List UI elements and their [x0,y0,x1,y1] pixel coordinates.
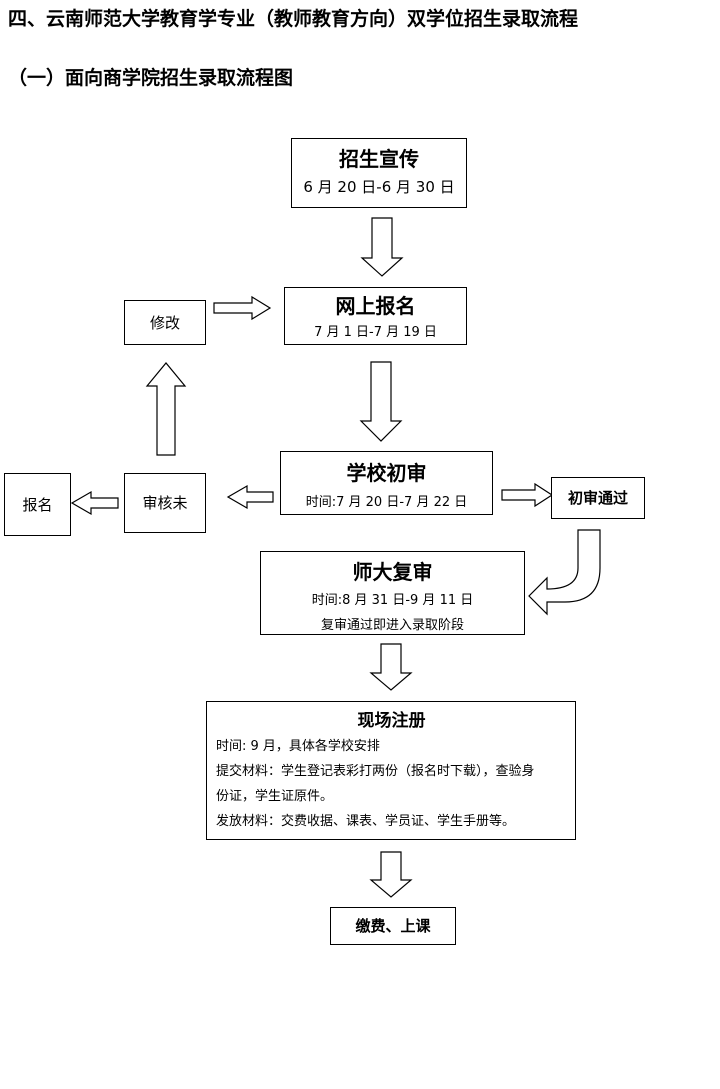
onsite-registration-time: 时间: 9 月，具体各学校安排 [216,739,380,754]
online-registration-date: 7 月 1 日-7 月 19 日 [314,325,437,340]
nu-review-note: 复审通过即进入录取阶段 [320,618,464,633]
passed-initial-label: 初审通过 [567,489,628,507]
arrow-right-modify [213,295,272,321]
arrow-up [145,362,187,456]
modify-box: 修改 [124,300,206,345]
arrow-right-passed [501,482,554,508]
onsite-registration-submit-2: 份证，学生证原件。 [216,789,334,804]
online-registration-box: 网上报名 7 月 1 日-7 月 19 日 [284,287,467,345]
arrow-down-1 [360,217,404,277]
onsite-registration-issue: 发放材料：交费收据、课表、学员证、学生手册等。 [216,814,516,829]
arrow-down-2 [359,361,403,442]
nu-review-title: 师大复审 [352,560,433,584]
onsite-registration-title: 现场注册 [357,711,426,731]
final-label: 缴费、上课 [355,917,431,935]
passed-initial-box: 初审通过 [551,477,645,519]
section-title: （一）面向商学院招生录取流程图 [8,67,294,89]
publicity-title: 招生宣传 [339,147,419,171]
online-registration-title: 网上报名 [335,294,416,318]
arrow-down-3 [369,643,413,691]
arrow-left-register [70,490,119,516]
arrow-curved [528,529,601,616]
page-title: 四、云南师范大学教育学专业（教师教育方向）双学位招生录取流程 [8,8,579,30]
publicity-date: 6 月 20 日-6 月 30 日 [303,178,455,196]
arrow-down-4 [369,851,413,898]
final-box: 缴费、上课 [330,907,456,945]
publicity-box: 招生宣传 6 月 20 日-6 月 30 日 [291,138,467,208]
not-reviewed-label: 审核未 [142,494,188,512]
onsite-registration-box: 现场注册 时间: 9 月，具体各学校安排 提交材料：学生登记表彩打两份（报名时下… [206,701,576,840]
school-review-box: 学校初审 时间:7 月 20 日-7 月 22 日 [280,451,493,515]
nu-review-date: 时间:8 月 31 日-9 月 11 日 [311,593,474,608]
modify-label: 修改 [149,314,180,332]
nu-review-box: 师大复审 时间:8 月 31 日-9 月 11 日 复审通过即进入录取阶段 [260,551,525,635]
register-box: 报名 [4,473,71,536]
school-review-date: 时间:7 月 20 日-7 月 22 日 [305,495,468,510]
arrow-left-review [226,484,274,510]
not-reviewed-box: 审核未 [124,473,206,533]
school-review-title: 学校初审 [346,461,427,485]
register-label: 报名 [22,496,53,514]
onsite-registration-submit-1: 提交材料：学生登记表彩打两份（报名时下载），查验身 [216,764,535,779]
